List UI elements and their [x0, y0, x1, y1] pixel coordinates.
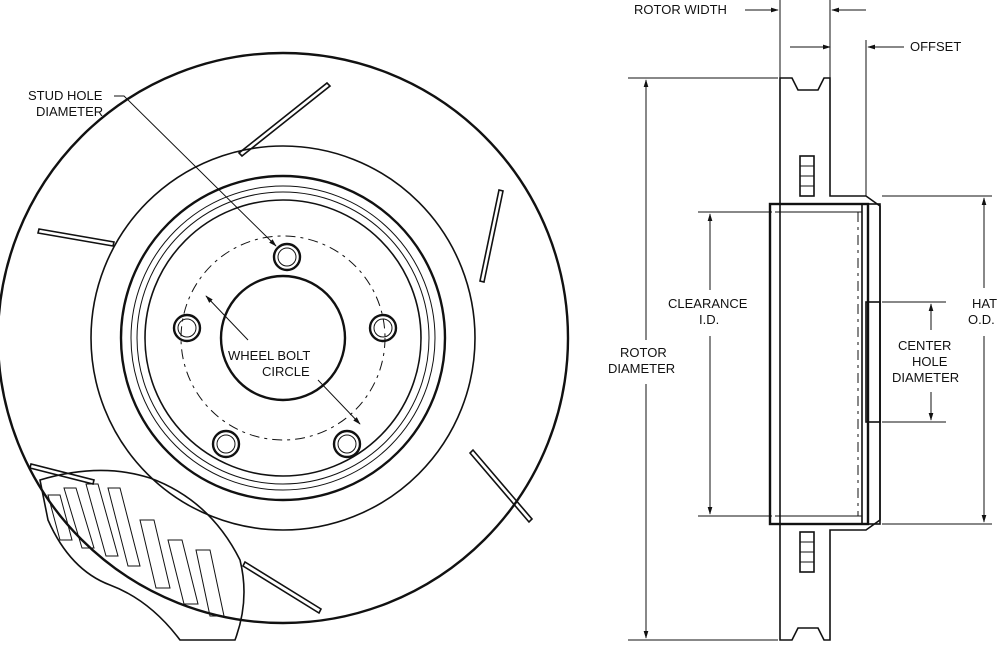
center-hole [219, 274, 347, 402]
rotor-outer-edge [0, 51, 570, 625]
rotor-diameter-label-line1: ROTOR [620, 345, 667, 360]
rotor-slots [29, 81, 534, 615]
center-hole-dim: CENTER HOLE DIAMETER [882, 301, 959, 423]
rotor-diameter-label-line2: DIAMETER [608, 361, 675, 376]
rotor-slot [479, 189, 504, 283]
stud-hole [211, 429, 241, 459]
bolt-circle [180, 235, 386, 441]
stud-hole [172, 313, 202, 343]
bolt-circle-callout: WHEEL BOLT CIRCLE [205, 295, 361, 425]
rotor-section-top [779, 77, 881, 641]
clearance-id-dim: CLEARANCE I.D. [668, 211, 772, 517]
offset-dim: OFFSET [790, 39, 961, 196]
section-view: ROTOR WIDTH OFFSET ROTOR DIAMETER CLEARA… [608, 0, 997, 641]
center-hole-label-line3: DIAMETER [892, 370, 959, 385]
rotor-slot [37, 228, 115, 247]
hat-od-label-line1: HAT [972, 296, 997, 311]
stud-hole [332, 429, 362, 459]
stud-hole-label-line1: STUD HOLE [28, 88, 103, 103]
hat-step-edge [130, 185, 436, 491]
hat-face-inner [144, 199, 422, 477]
rotor-slot [237, 81, 332, 158]
stud-hole-callout: STUD HOLE DIAMETER [28, 88, 277, 247]
rotor-slot [241, 560, 323, 615]
stud-hole [368, 313, 398, 343]
stud-hole-label-line2: DIAMETER [36, 104, 103, 119]
rotor-slot [29, 463, 95, 485]
bolt-circle-arrow-lower [317, 379, 361, 425]
bolt-circle-arrow-upper [205, 295, 249, 341]
offset-label: OFFSET [910, 39, 961, 54]
hat-od-label-line2: O.D. [968, 312, 995, 327]
wheel-bolt-label-line2: CIRCLE [262, 364, 310, 379]
center-hole-label-line1: CENTER [898, 338, 951, 353]
hat-cavity [768, 202, 870, 526]
friction-ring-inner-edge [90, 145, 476, 531]
hat-wall [861, 203, 881, 525]
center-hole-label-line2: HOLE [912, 354, 948, 369]
cutaway-vanes [39, 469, 245, 641]
rotor-diameter-dim: ROTOR DIAMETER [608, 77, 778, 641]
rotor-slot [468, 448, 534, 524]
clearance-label-line1: CLEARANCE [668, 296, 748, 311]
hat-face-edge [136, 191, 430, 485]
hat-outer-edge [119, 174, 447, 502]
wheel-bolt-label-line1: WHEEL BOLT [228, 348, 310, 363]
stud-hole-leader [114, 95, 277, 247]
stud-holes [172, 242, 398, 459]
rotor-width-label: ROTOR WIDTH [634, 2, 727, 17]
clearance-label-line2: I.D. [699, 312, 719, 327]
front-view: STUD HOLE DIAMETER WHEEL BOLT CIRCLE [0, 51, 570, 641]
hat-od-dim: HAT O.D. [882, 195, 997, 525]
stud-hole [272, 242, 302, 272]
center-hole-section [865, 301, 881, 423]
rotor-width-dim: ROTOR WIDTH [634, 0, 866, 78]
